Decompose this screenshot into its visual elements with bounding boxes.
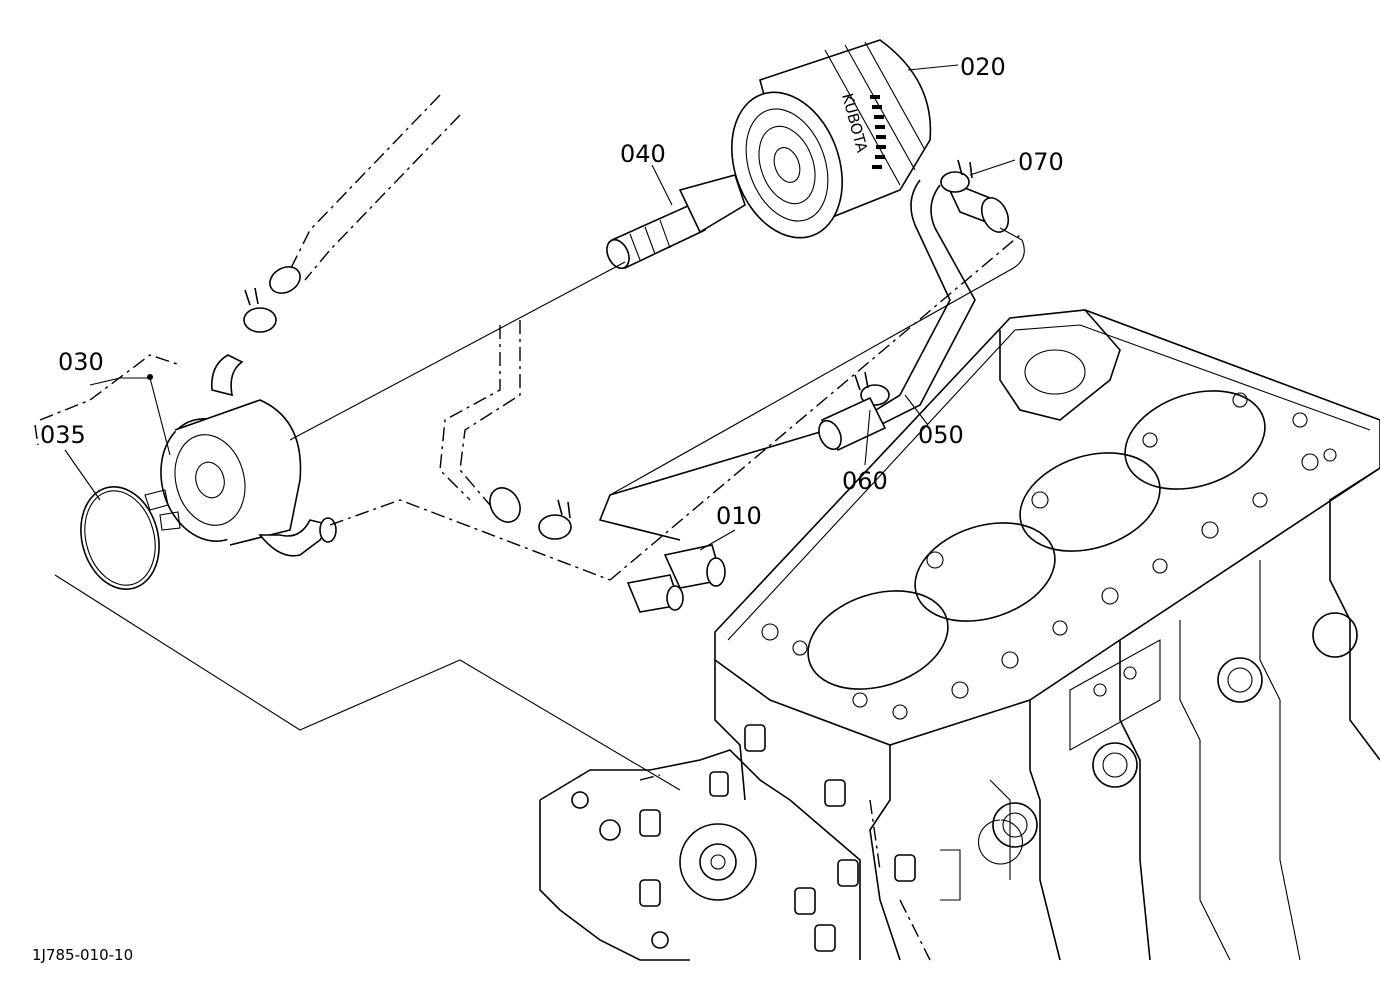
lower-hose: [439, 320, 521, 523]
hose-clamp-lower: [538, 499, 572, 540]
label-070: 070: [1018, 148, 1064, 176]
part-labels: 020 070 040 050 060 010 030 035: [40, 53, 1064, 530]
label-010: 010: [716, 502, 762, 530]
leader-lines: [64, 64, 1016, 551]
engine-block: [539, 309, 1380, 961]
hose-050: [598, 179, 976, 541]
label-050: 050: [918, 421, 964, 449]
fitting-010: [626, 544, 726, 613]
hose-clamp-070: [940, 159, 1010, 233]
label-040: 040: [620, 140, 666, 168]
label-060: 060: [842, 467, 888, 495]
drawing-code: 1J785-010-10: [32, 946, 133, 964]
oil-filter-020: KUBOTA: [731, 39, 932, 239]
label-020: 020: [960, 53, 1006, 81]
upper-hose: [269, 94, 461, 294]
hose-clamp-upper: [243, 287, 277, 333]
label-035: 035: [40, 421, 86, 449]
o-ring-035: [80, 486, 160, 590]
hose-clamp-060: [818, 371, 890, 452]
oil-cooler-030: [144, 354, 337, 557]
label-030: 030: [58, 348, 104, 376]
threaded-pipe-040: [606, 174, 746, 270]
